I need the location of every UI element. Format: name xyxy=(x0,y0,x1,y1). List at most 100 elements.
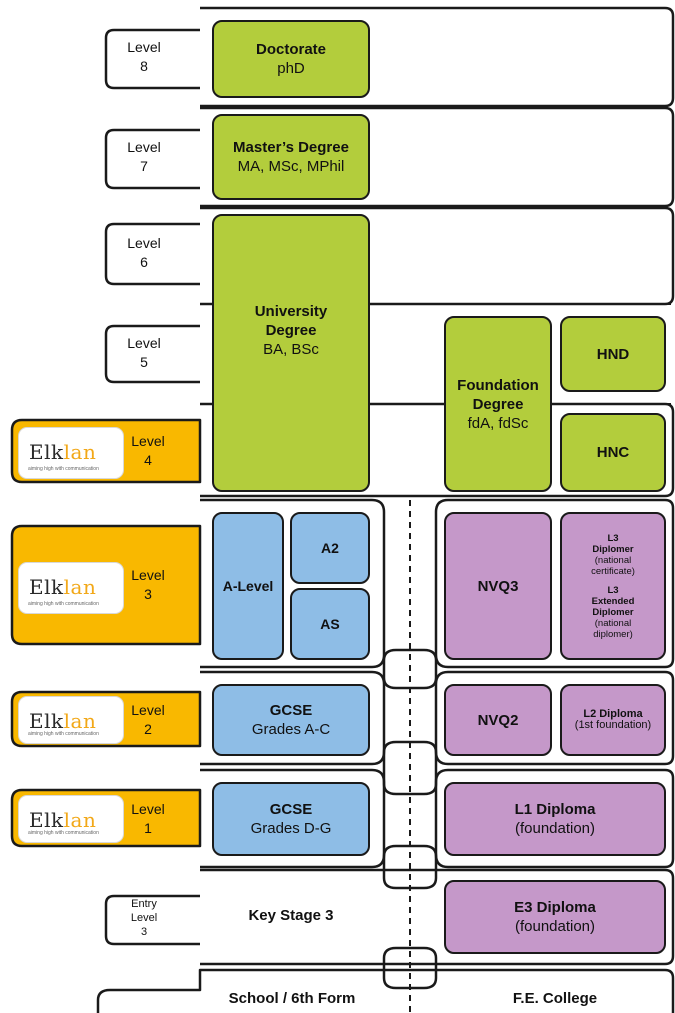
band-level-7 xyxy=(200,106,675,208)
level-word: Level xyxy=(131,567,165,583)
box-title: HNC xyxy=(596,444,630,461)
university-degree-box: University Degree BA, BSc xyxy=(212,214,370,492)
box-title: L1 Diploma xyxy=(514,801,596,818)
level-word: Level xyxy=(127,139,161,155)
level-2-label: Level 2 xyxy=(124,701,172,739)
box-title: NVQ3 xyxy=(477,577,519,595)
logo-word-a: Elk xyxy=(29,575,64,599)
level-word: Level xyxy=(127,39,161,55)
l2-diploma-box: L2 Diploma (1st foundation) xyxy=(560,684,666,756)
level-number: 6 xyxy=(140,254,148,270)
box-title: Foundation xyxy=(457,376,539,394)
connector-3-2 xyxy=(382,648,438,690)
band-level-8 xyxy=(200,6,675,108)
level-8-label: Level 8 xyxy=(116,38,172,76)
foundation-degree-box: Foundation Degree fdA, fdSc xyxy=(444,316,552,492)
elklan-logo-level-3: Elklan aiming high with communication xyxy=(18,562,124,614)
box-title: L2 Diploma xyxy=(583,708,643,720)
nvq2-box: NVQ2 xyxy=(444,684,552,756)
logo-wordmark: Elklan xyxy=(29,440,96,464)
nvq3-box: NVQ3 xyxy=(444,512,552,660)
a-level-box: A-Level xyxy=(212,512,284,660)
band-bottom xyxy=(96,968,675,1013)
tab-level-5 xyxy=(104,324,200,384)
level-4-label: Level 4 xyxy=(124,432,172,470)
level-number: 8 xyxy=(140,58,148,74)
box-title: University xyxy=(254,303,328,320)
level-6-label: Level 6 xyxy=(116,234,172,272)
box-title: Master’s Degree xyxy=(233,139,349,156)
logo-word-a: Elk xyxy=(29,440,64,464)
box-subtitle: BA, BSc xyxy=(263,341,319,358)
masters-box: Master’s Degree MA, MSc, MPhil xyxy=(212,114,370,200)
connector-entry-bottom xyxy=(382,946,438,990)
level-number: 3 xyxy=(144,586,152,602)
level-7-label: Level 7 xyxy=(116,138,172,176)
l1-diploma-box: L1 Diploma (foundation) xyxy=(444,782,666,856)
level-word: Level xyxy=(131,801,165,817)
logo-word-b: lan xyxy=(63,808,97,832)
diploma-subtitle: (national xyxy=(594,554,632,566)
box-title: GCSE xyxy=(269,801,313,818)
gcse-d-g-box: GCSE Grades D-G xyxy=(212,782,370,856)
logo-tagline: aiming high with communication xyxy=(28,731,99,737)
entry-word: Entry xyxy=(131,898,157,910)
diploma-title: Diplomer xyxy=(592,606,634,618)
band-entry xyxy=(200,868,675,966)
level-number: 5 xyxy=(140,354,148,370)
box-title: AS xyxy=(320,616,340,632)
connector-2-1 xyxy=(382,740,438,796)
level-1-label: Level 1 xyxy=(124,800,172,838)
band-level-1-left xyxy=(200,768,386,869)
elklan-logo-level-4: Elklan aiming high with communication xyxy=(18,427,124,479)
logo-word-b: lan xyxy=(63,709,97,733)
e3-diploma-box: E3 Diploma (foundation) xyxy=(444,880,666,954)
box-subtitle: (foundation) xyxy=(514,820,596,837)
box-title: A2 xyxy=(321,540,339,556)
level-number: 4 xyxy=(144,452,152,468)
box-title: A-Level xyxy=(222,578,274,594)
hnd-box: HND xyxy=(560,316,666,392)
level-word: Level xyxy=(130,912,158,924)
box-title: GCSE xyxy=(269,702,313,719)
school-column-label: School / 6th Form xyxy=(228,990,356,1007)
logo-wordmark: Elklan xyxy=(29,575,96,599)
band-level-3-left xyxy=(200,498,386,669)
level-number: 2 xyxy=(144,721,152,737)
box-subtitle: Grades D-G xyxy=(250,820,332,837)
key-stage-3-label: Key Stage 3 xyxy=(248,907,334,924)
tab-level-6 xyxy=(104,222,200,286)
box-subtitle: (foundation) xyxy=(514,918,596,935)
box-subtitle: (1st foundation) xyxy=(574,719,652,731)
diploma-title: L3 xyxy=(607,584,619,596)
level-word: Level xyxy=(127,335,161,351)
logo-word-a: Elk xyxy=(29,808,64,832)
band-level-3-right xyxy=(434,498,675,669)
diploma-title: Extended xyxy=(591,595,635,607)
level-number: 7 xyxy=(140,158,148,174)
logo-tagline: aiming high with communication xyxy=(28,830,99,836)
tab-level-8 xyxy=(104,28,200,90)
diploma-subtitle: certificate) xyxy=(591,565,635,577)
box-title: Degree xyxy=(472,395,524,413)
gcse-a-c-box: GCSE Grades A-C xyxy=(212,684,370,756)
tab-entry xyxy=(104,894,200,946)
level-3-label: Level 3 xyxy=(124,566,172,604)
hnc-box: HNC xyxy=(560,413,666,492)
band-level-2-left xyxy=(200,670,386,766)
tab-level-7 xyxy=(104,128,200,190)
elklan-logo-level-2: Elklan aiming high with communication xyxy=(18,696,124,744)
level-word: Level xyxy=(127,235,161,251)
logo-word-b: lan xyxy=(63,440,97,464)
as-box: AS xyxy=(290,588,370,660)
logo-word-b: lan xyxy=(63,575,97,599)
l3-diplomas-box: L3 Diplomer (national certificate) L3 Ex… xyxy=(560,512,666,660)
box-subtitle: fdA, fdSc xyxy=(467,414,529,432)
entry-level-label: Entry Level 3 xyxy=(116,897,172,939)
doctorate-box: Doctorate phD xyxy=(212,20,370,98)
logo-wordmark: Elklan xyxy=(29,709,96,733)
box-title: Degree xyxy=(265,322,317,339)
a2-box: A2 xyxy=(290,512,370,584)
logo-wordmark: Elklan xyxy=(29,808,96,832)
logo-word-a: Elk xyxy=(29,709,64,733)
